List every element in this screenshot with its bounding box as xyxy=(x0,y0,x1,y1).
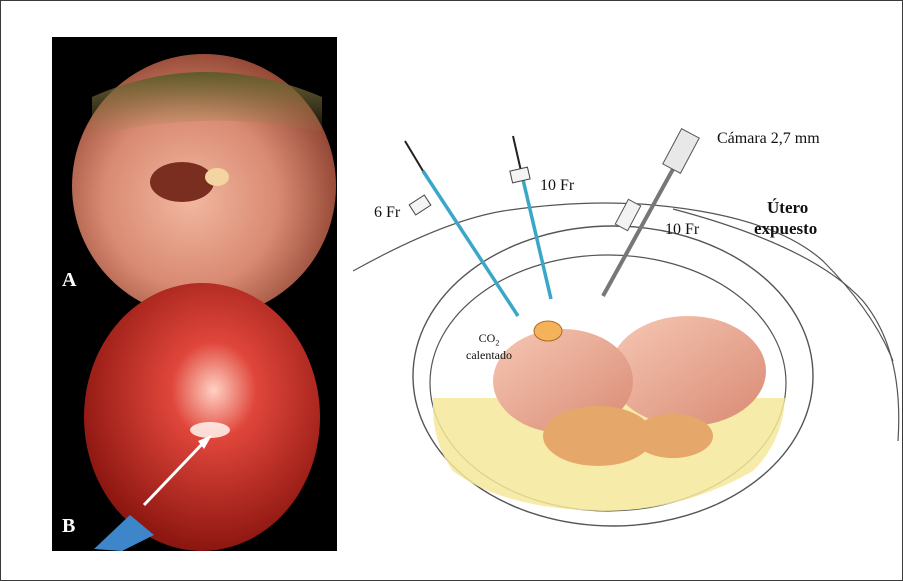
label-trocar-top: 10 Fr xyxy=(540,177,574,195)
photo-a-highlight xyxy=(205,168,229,186)
label-trocar-right: 10 Fr xyxy=(665,221,699,239)
label-uterus-line1: Útero xyxy=(767,198,808,218)
camera-head xyxy=(663,129,699,174)
fetus-arm xyxy=(633,414,713,458)
label-trocar-left: 6 Fr xyxy=(374,204,400,222)
fetal-lesion xyxy=(534,321,562,341)
photo-b-highlight xyxy=(190,422,230,438)
trocar-10fr-handle xyxy=(513,136,521,171)
label-camera: Cámara 2,7 mm xyxy=(717,130,820,148)
label-uterus-line2: expuesto xyxy=(754,219,817,239)
camera-trocar-10fr xyxy=(615,199,641,230)
endoscopy-photo-panel: A B xyxy=(52,37,337,551)
panel-label-b: B xyxy=(62,515,75,538)
label-co2: CO2 calentado xyxy=(466,332,512,362)
panel-label-a: A xyxy=(62,269,76,292)
endoscopy-photos xyxy=(52,37,337,551)
trocar-10fr-port xyxy=(510,167,530,183)
fetoscopy-illustration xyxy=(353,111,903,581)
fetus-head xyxy=(610,316,766,426)
trocar-6fr-shaft xyxy=(423,171,518,316)
label-co2-prefix: CO xyxy=(479,331,496,345)
photo-a-lesion xyxy=(150,162,214,202)
label-co2-line2: calentado xyxy=(466,348,512,362)
photo-b-field xyxy=(84,283,320,551)
trocar-6fr-port xyxy=(409,195,431,215)
label-co2-sub: 2 xyxy=(495,338,499,347)
trocar-6fr-handle xyxy=(405,141,423,171)
